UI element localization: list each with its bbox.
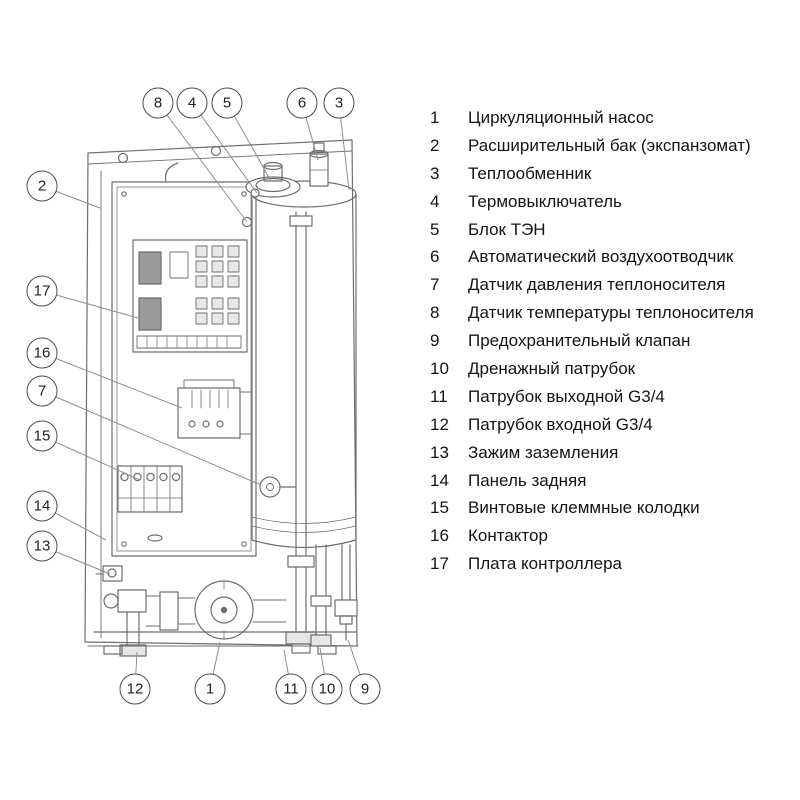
legend-item-number: 3 — [430, 163, 440, 183]
legend-item-label: Расширительный бак (экспанзомат) — [468, 135, 751, 155]
legend-item-number: 14 — [430, 470, 449, 490]
legend-item: 10 Дренажный патрубок — [430, 355, 788, 383]
callout-2: 2 — [26, 170, 58, 202]
callout-6: 6 — [286, 87, 318, 119]
callout-9: 9 — [349, 673, 381, 705]
legend-item-number: 6 — [430, 247, 440, 267]
callout-3: 3 — [323, 87, 355, 119]
controller-board — [132, 239, 248, 353]
legend-item: 4 Термовыключатель — [430, 188, 788, 216]
legend-item-label: Патрубок входной G3/4 — [468, 414, 653, 434]
base-frame — [87, 631, 359, 655]
legend-item-number: 9 — [430, 331, 440, 351]
grounding-clamp — [95, 565, 123, 582]
legend-item-label: Дренажный патрубок — [468, 358, 636, 378]
legend-item-label: Автоматический воздухоотводчик — [468, 247, 734, 267]
legend-item: 9 Предохранительный клапан — [430, 327, 788, 355]
callout-8: 8 — [142, 87, 174, 119]
air-vent — [309, 142, 329, 187]
legend-item-label: Панель задняя — [468, 470, 587, 490]
legend-item-label: Термовыключатель — [468, 191, 622, 211]
heat-exchanger-tank — [251, 180, 357, 549]
legend-item-label: Предохранительный клапан — [468, 331, 691, 351]
legend-item: 6 Автоматический воздухоотводчик — [430, 243, 788, 271]
pressure-sensor — [259, 476, 297, 498]
legend-item-label: Циркуляционный насос — [468, 107, 654, 127]
legend-item: 14 Панель задняя — [430, 467, 788, 495]
legend-item-label: Патрубок выходной G3/4 — [468, 386, 665, 406]
legend-item-number: 11 — [430, 386, 448, 406]
legend-item: 7 Датчик давления теплоносителя — [430, 271, 788, 299]
legend-item-number: 5 — [430, 219, 440, 239]
callout-5: 5 — [211, 87, 243, 119]
legend-item-number: 1 — [430, 107, 440, 127]
legend-item-number: 2 — [430, 135, 440, 155]
drain-pipe — [310, 544, 332, 647]
legend-item-number: 12 — [430, 414, 449, 434]
circulation-pump — [159, 580, 287, 640]
legend-item-number: 7 — [430, 275, 440, 295]
terminal-blocks — [117, 465, 183, 513]
legend-item-label: Винтовые клеммные колодки — [468, 498, 700, 518]
outlet-pipe — [285, 211, 317, 654]
legend-item-number: 4 — [430, 191, 440, 211]
callout-11: 11 — [275, 673, 307, 705]
contactor — [177, 379, 253, 439]
legend-item-label: Датчик температуры теплоносителя — [468, 303, 754, 323]
parts-legend: 1 Циркуляционный насос 2 Расширительный … — [430, 104, 788, 578]
heater-flange — [241, 161, 301, 228]
legend-item-label: Контактор — [468, 526, 548, 546]
legend-item-number: 17 — [430, 554, 449, 574]
legend-item: 11 Патрубок выходной G3/4 — [430, 383, 788, 411]
legend-item: 12 Патрубок входной G3/4 — [430, 411, 788, 439]
legend-item: 1 Циркуляционный насос — [430, 104, 788, 132]
inlet-assembly — [103, 589, 161, 657]
callout-17: 17 — [26, 275, 58, 307]
callout-1: 1 — [194, 673, 226, 705]
callout-13: 13 — [26, 530, 58, 562]
legend-item-number: 15 — [430, 498, 449, 518]
legend-item-number: 16 — [430, 526, 449, 546]
legend-item: 8 Датчик температуры теплоносителя — [430, 299, 788, 327]
legend-item-number: 13 — [430, 442, 449, 462]
legend-item: 5 Блок ТЭН — [430, 216, 788, 244]
legend-item: 13 Зажим заземления — [430, 439, 788, 467]
legend-item: 16 Контактор — [430, 522, 788, 550]
callout-15: 15 — [26, 420, 58, 452]
legend-item-label: Теплообменник — [468, 163, 592, 183]
callout-4: 4 — [176, 87, 208, 119]
legend-item: 3 Теплообменник — [430, 160, 788, 188]
legend-item-label: Блок ТЭН — [468, 219, 546, 239]
legend-item: 17 Плата контроллера — [430, 550, 788, 578]
legend-item-label: Датчик давления теплоносителя — [468, 275, 726, 295]
callout-7: 7 — [26, 375, 58, 407]
callout-10: 10 — [311, 673, 343, 705]
callout-12: 12 — [119, 673, 151, 705]
legend-item-number: 8 — [430, 303, 440, 323]
callout-14: 14 — [26, 490, 58, 522]
legend-item-label: Зажим заземления — [468, 442, 619, 462]
callout-16: 16 — [26, 337, 58, 369]
legend-item-number: 10 — [430, 358, 449, 378]
control-box — [111, 181, 257, 557]
legend-item-label: Плата контроллера — [468, 554, 622, 574]
safety-valve — [334, 544, 358, 641]
legend-item: 15 Винтовые клеммные колодки — [430, 494, 788, 522]
legend-item: 2 Расширительный бак (экспанзомат) — [430, 132, 788, 160]
